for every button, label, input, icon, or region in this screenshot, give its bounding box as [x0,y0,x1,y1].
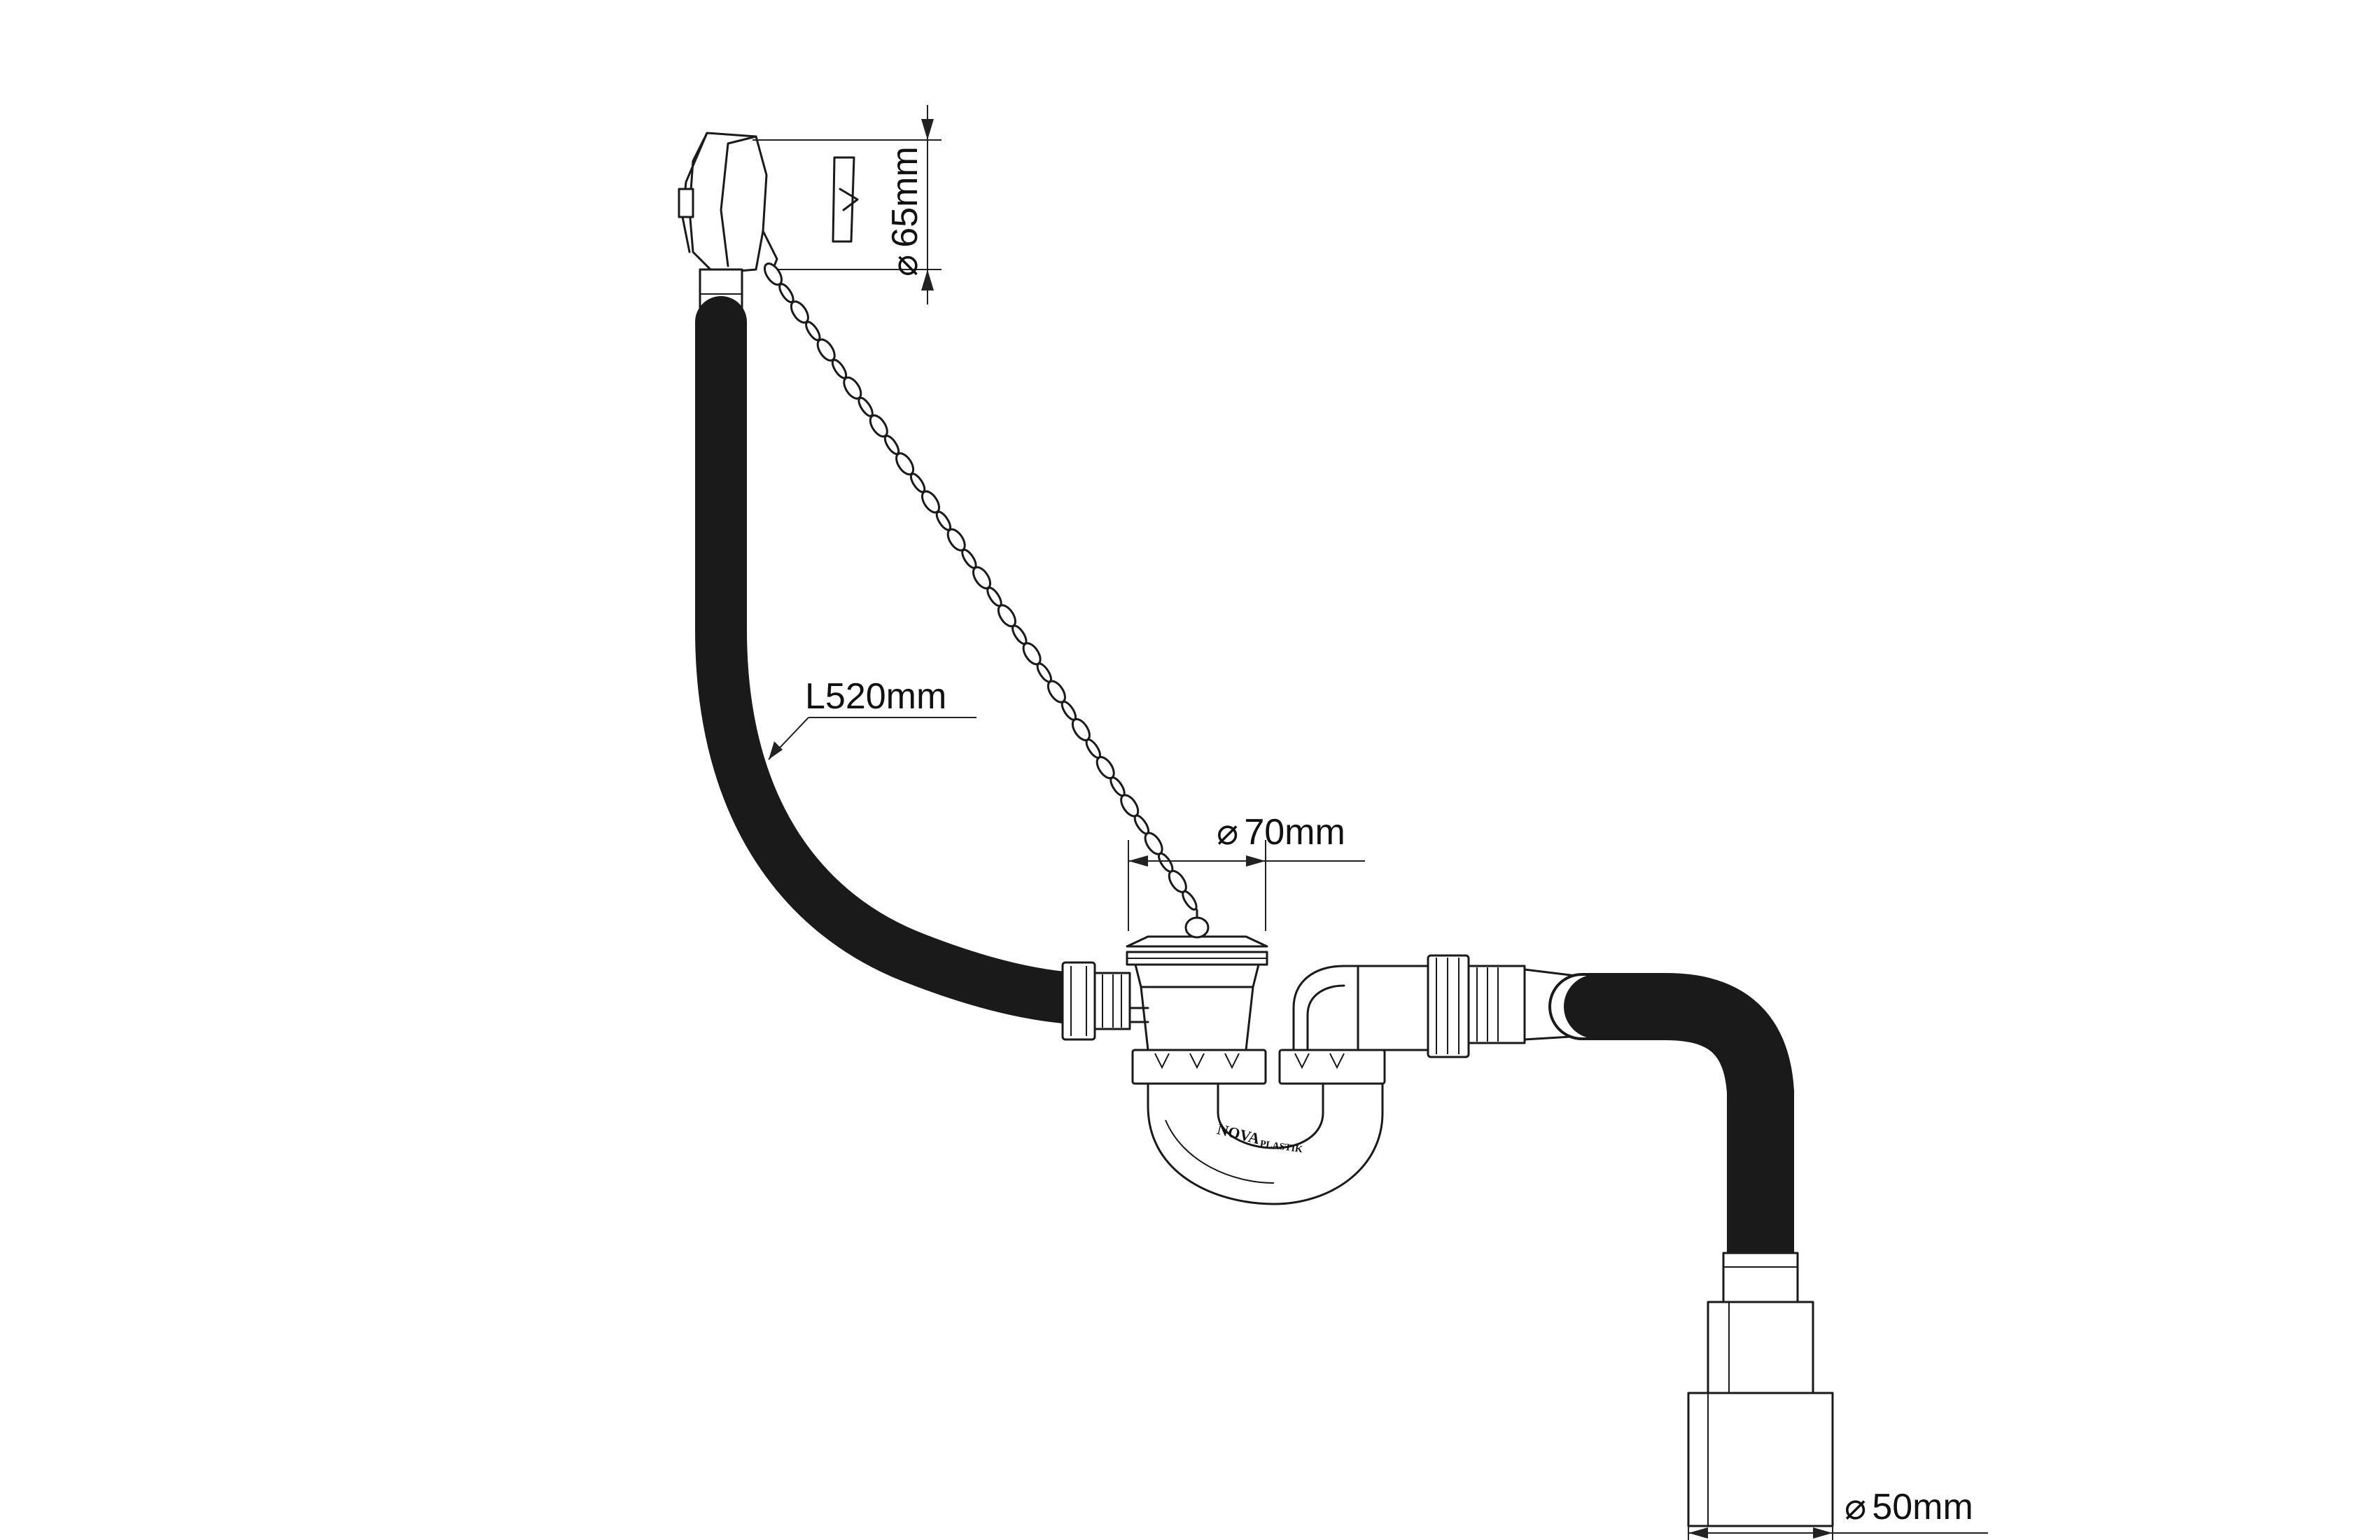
overflow-profile [832,156,859,243]
outlet-diameter-label: ⌀50mm [1844,1487,1973,1527]
chain-link [883,435,900,456]
hose-length-label: L520mm [805,676,946,717]
chain-link [778,283,794,304]
outlet-hose [1548,973,1794,1287]
outlet-tail [1687,1252,1834,1527]
overflow-head [678,132,778,320]
dim-waste-diameter [1128,840,1365,931]
left-connector-nut [1061,961,1131,1041]
hose-length-leader [768,717,976,760]
waste-body [1126,951,1268,1085]
chain-link [909,472,926,493]
chain-link [805,321,821,342]
trap-riser [1278,965,1429,1085]
chain-link [831,358,848,379]
overflow-diameter-label: ⌀65mm [885,146,925,276]
overflow-hose [695,296,1090,1023]
chain-link [858,396,874,417]
plug-chain [763,262,1198,911]
dim-outlet-diameter [1688,1526,1988,1540]
trap-bend: NOVA PLASTIK [1147,1082,1384,1205]
dim-overflow-diameter [752,105,941,304]
plug [1126,909,1268,948]
waste-diameter-label: ⌀70mm [1217,812,1345,853]
chain-link [1182,890,1198,911]
